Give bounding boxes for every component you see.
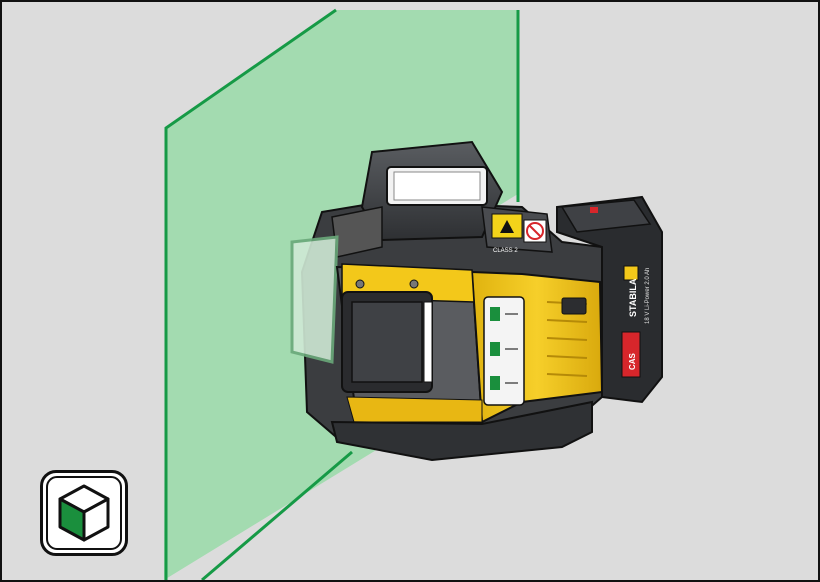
battery-pack: STABILA 18 V Li-Power 2.0 Ah CAS <box>556 195 663 404</box>
warning-labels <box>491 213 547 243</box>
battery-brand-label: STABILA <box>628 278 638 317</box>
cube-icon-frame <box>46 476 122 550</box>
battery-system-label: CAS <box>628 352 637 370</box>
cube-icon-glyph <box>58 484 110 542</box>
control-panel <box>483 296 525 406</box>
laser-level-device: CLASS 2 <box>290 140 663 462</box>
battery-spec-label: 18 V Li-Power 2.0 Ah <box>645 268 651 324</box>
3d-cube-icon <box>40 470 128 556</box>
laser-class-label: CLASS 2 <box>493 248 518 254</box>
